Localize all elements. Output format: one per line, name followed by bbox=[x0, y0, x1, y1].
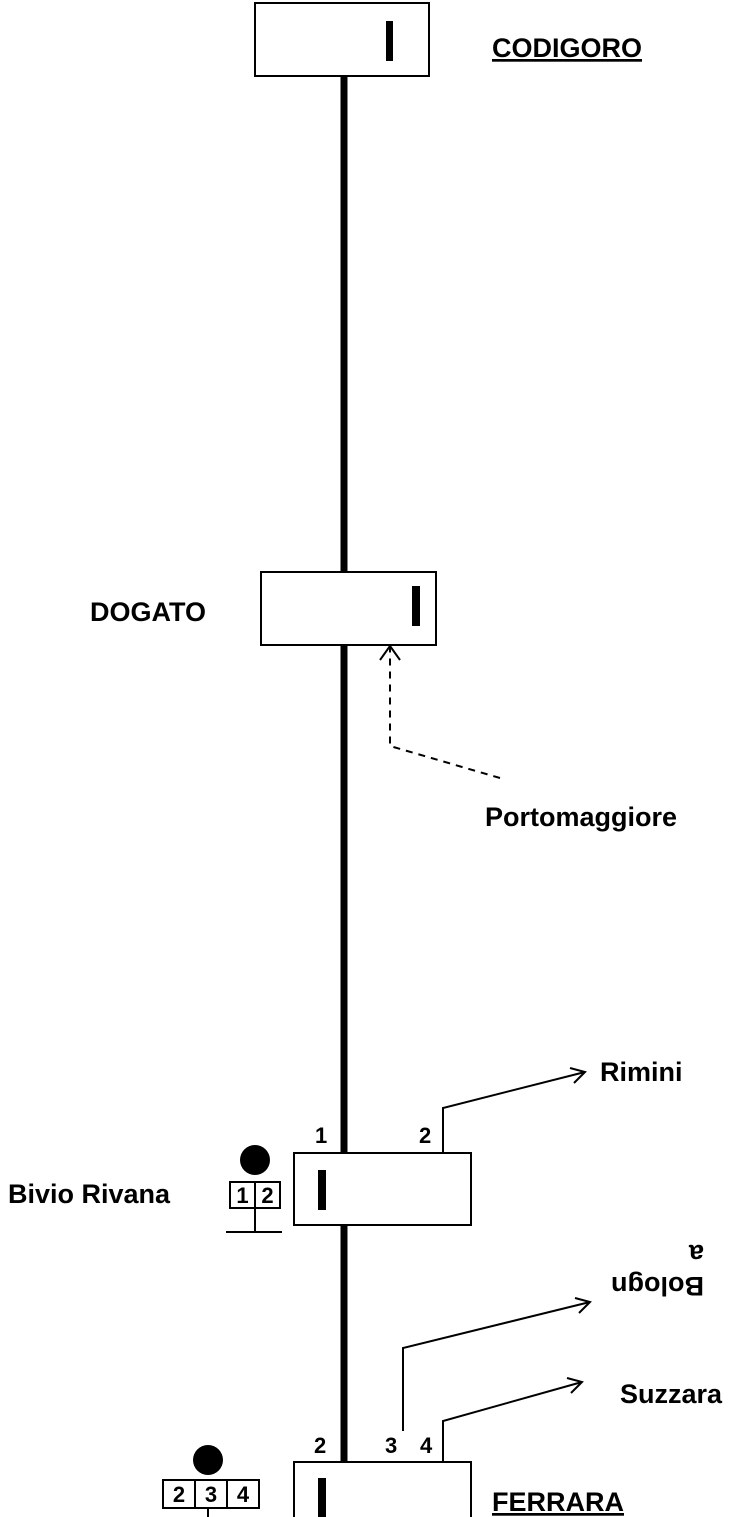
bologna-arrow-head bbox=[574, 1297, 592, 1314]
suzzara-arrow-head bbox=[566, 1377, 584, 1394]
bivio-rivana-signal-cell-1: 1 bbox=[236, 1183, 248, 1208]
bivio-rivana-signal-lamp bbox=[240, 1145, 270, 1175]
ferrara-platform-marker bbox=[318, 1478, 326, 1517]
bivio-rivana-platform-marker bbox=[318, 1170, 326, 1210]
portomaggiore-dashed-line bbox=[389, 646, 501, 779]
dogato-platform-marker bbox=[412, 586, 420, 626]
suzzara-branch-line bbox=[442, 1381, 583, 1462]
ferrara-track-3: 3 bbox=[385, 1433, 397, 1458]
codigoro-platform-marker bbox=[386, 21, 393, 61]
rimini-label: Rimini bbox=[600, 1057, 683, 1087]
bivio-rivana-signal-cell-2: 2 bbox=[261, 1183, 273, 1208]
bivio-rivana-track-1: 1 bbox=[315, 1123, 327, 1148]
rimini-arrow-head bbox=[569, 1067, 587, 1084]
ferrara-signal-cell-2: 2 bbox=[173, 1482, 185, 1507]
bivio-rivana-label: Bivio Rivana bbox=[8, 1179, 171, 1209]
suzzara-label: Suzzara bbox=[620, 1379, 723, 1409]
codigoro-station-box bbox=[254, 2, 430, 77]
portomaggiore-arrow-head bbox=[379, 644, 401, 661]
bologna-branch-line bbox=[402, 1301, 591, 1431]
bologna-label-line2: a bbox=[688, 1239, 704, 1269]
dogato-station-box bbox=[260, 571, 437, 646]
ferrara-signal-cell-3: 3 bbox=[205, 1482, 217, 1507]
ferrara-track-2: 2 bbox=[314, 1433, 326, 1458]
bologna-label-line1: Bologn bbox=[611, 1271, 704, 1301]
ferrara-signal-lamp bbox=[193, 1445, 223, 1475]
portomaggiore-label: Portomaggiore bbox=[485, 802, 677, 832]
ferrara-signal-box bbox=[162, 1479, 260, 1509]
ferrara-signal-cell-4: 4 bbox=[237, 1482, 250, 1507]
ferrara-track-4: 4 bbox=[420, 1433, 433, 1458]
rimini-branch-line bbox=[442, 1071, 586, 1153]
ferrara-label: FERRARA bbox=[492, 1487, 624, 1517]
bivio-rivana-track-2: 2 bbox=[419, 1123, 431, 1148]
codigoro-label: CODIGORO bbox=[492, 33, 642, 63]
dogato-label: DOGATO bbox=[90, 597, 206, 627]
